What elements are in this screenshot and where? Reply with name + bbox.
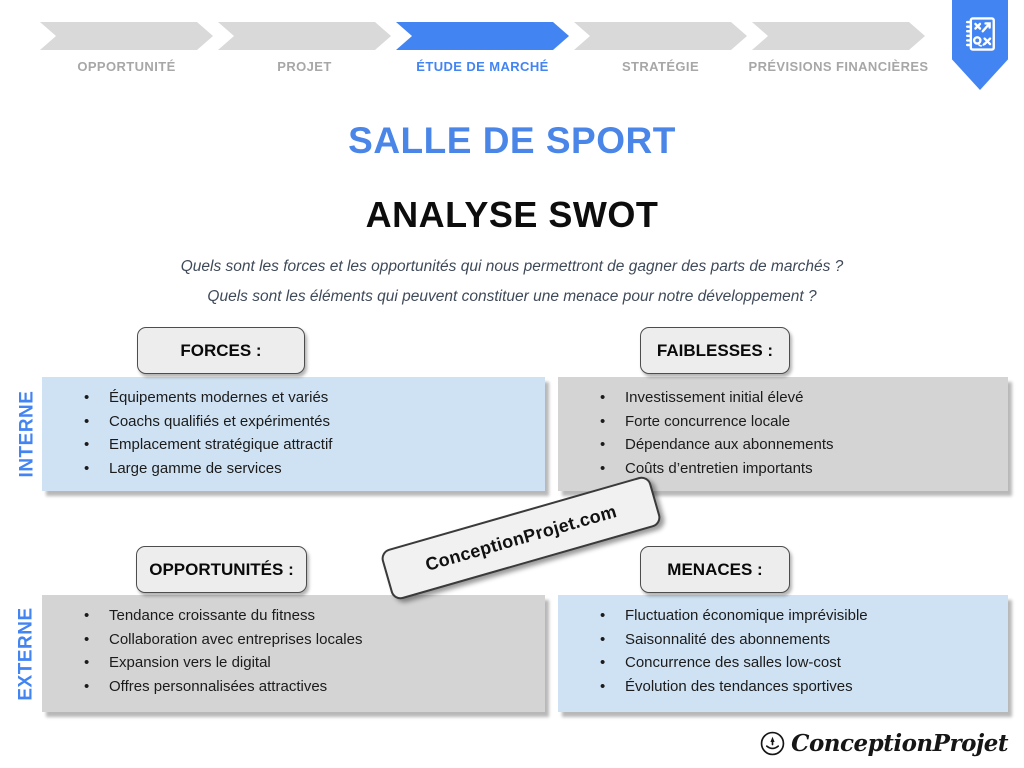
- corner-pennant-badge: [952, 0, 1008, 90]
- watermark-text: ConceptionProjet.com: [422, 500, 619, 575]
- list-item: Forte concurrence locale: [586, 410, 998, 434]
- step-label: PRÉVISIONS FINANCIÈRES: [748, 59, 929, 74]
- list-item: Équipements modernes et variés: [70, 386, 535, 410]
- page-title: SALLE DE SPORT: [348, 120, 676, 161]
- list-item: Offres personnalisées attractives: [70, 675, 535, 699]
- opportunites-header: OPPORTUNITÉS :: [136, 546, 307, 593]
- faiblesses-header: FAIBLESSES :: [640, 327, 790, 374]
- footer-brand-logo: ConceptionProjet: [760, 727, 1008, 759]
- menaces-box: Fluctuation économique imprévisible Sais…: [558, 595, 1008, 712]
- stepper-step-strategie[interactable]: STRATÉGIE: [574, 22, 747, 74]
- faiblesses-box: Investissement initial élevé Forte concu…: [558, 377, 1008, 491]
- intro-question-1: Quels sont les forces et les opportunité…: [180, 258, 844, 275]
- stepper-step-etude-de-marche-active[interactable]: ÉTUDE DE MARCHÉ: [396, 22, 569, 74]
- chevron-arrow: [396, 22, 569, 50]
- list-item: Large gamme de services: [70, 457, 535, 481]
- footer-logo-text: ConceptionProjet: [791, 729, 1008, 757]
- step-label: ÉTUDE DE MARCHÉ: [416, 59, 549, 74]
- list-item: Coachs qualifiés et expérimentés: [70, 410, 535, 434]
- step-label: OPPORTUNITÉ: [77, 59, 176, 74]
- list-item: Concurrence des salles low-cost: [586, 651, 998, 675]
- chevron-arrow: [752, 22, 925, 50]
- list-item: Expansion vers le digital: [70, 651, 535, 675]
- page-subtitle: ANALYSE SWOT: [365, 194, 659, 235]
- forces-box: Équipements modernes et variés Coachs qu…: [42, 377, 545, 491]
- list-item: Collaboration avec entreprises locales: [70, 628, 535, 652]
- menaces-header: MENACES :: [640, 546, 790, 593]
- strategy-plan-icon: [965, 17, 995, 51]
- opportunites-box: Tendance croissante du fitness Collabora…: [42, 595, 545, 712]
- intro-question-2: Quels sont les éléments qui peuvent cons…: [207, 288, 817, 305]
- hand-rocket-icon: [760, 731, 785, 755]
- list-item: Investissement initial élevé: [586, 386, 998, 410]
- menaces-list: Fluctuation économique imprévisible Sais…: [586, 604, 998, 698]
- stepper-step-previsions-financieres[interactable]: PRÉVISIONS FINANCIÈRES: [749, 22, 928, 74]
- list-item: Emplacement stratégique attractif: [70, 433, 535, 457]
- step-label: PROJET: [277, 59, 332, 74]
- chevron-arrow: [574, 22, 747, 50]
- list-item: Coûts d’entretien importants: [586, 457, 998, 481]
- list-item: Tendance croissante du fitness: [70, 604, 535, 628]
- chevron-arrow: [218, 22, 391, 50]
- watermark-ribbon: ConceptionProjet.com: [379, 474, 663, 602]
- list-item: Saisonnalité des abonnements: [586, 628, 998, 652]
- step-label: STRATÉGIE: [621, 59, 700, 74]
- list-item: Dépendance aux abonnements: [586, 433, 998, 457]
- forces-header: FORCES :: [137, 327, 305, 374]
- forces-list: Équipements modernes et variés Coachs qu…: [70, 386, 535, 480]
- list-item: Évolution des tendances sportives: [586, 675, 998, 699]
- opportunites-list: Tendance croissante du fitness Collabora…: [70, 604, 535, 698]
- stepper-step-opportunite[interactable]: OPPORTUNITÉ: [40, 22, 213, 74]
- stepper-step-projet[interactable]: PROJET: [218, 22, 391, 74]
- chevron-arrow: [40, 22, 213, 50]
- faiblesses-list: Investissement initial élevé Forte concu…: [586, 386, 998, 480]
- process-stepper: OPPORTUNITÉ PROJET ÉTUDE DE MARCHÉ STRAT…: [40, 22, 928, 74]
- list-item: Fluctuation économique imprévisible: [586, 604, 998, 628]
